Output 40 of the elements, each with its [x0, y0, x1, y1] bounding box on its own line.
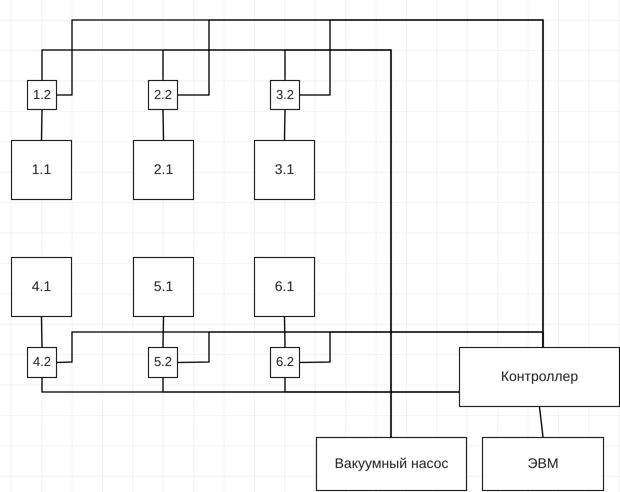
box-label: 1.2 [32, 86, 52, 104]
box-label: 5.2 [154, 354, 172, 371]
connector-line [162, 110, 164, 140]
box-label: 5.1 [154, 278, 174, 296]
connector-line [300, 331, 544, 364]
connector-line [40, 110, 43, 140]
box-label: 1.1 [32, 161, 52, 179]
device-box [133, 257, 194, 317]
box-label: 3.2 [276, 86, 294, 104]
device-box [482, 437, 604, 491]
device-box [254, 140, 315, 200]
box-label: 2.1 [154, 161, 174, 179]
connector-line [40, 316, 43, 348]
device-box [11, 140, 72, 200]
box-label: 4.2 [32, 354, 52, 371]
device-box [316, 437, 467, 491]
box-label: Вакуумный насос [334, 455, 448, 473]
box-label: 4.1 [32, 278, 52, 296]
connector-line [284, 110, 286, 140]
connector-line [284, 378, 459, 393]
device-box [254, 257, 315, 317]
connector-line [284, 49, 392, 437]
connector-block [148, 347, 178, 378]
box-label: Контроллер [500, 368, 578, 386]
connector-line [162, 316, 164, 348]
box-label: ЭВМ [527, 455, 559, 473]
connector-block [27, 347, 57, 378]
box-label: 2.2 [154, 86, 172, 104]
connector-block [148, 80, 178, 110]
connector-line [284, 316, 286, 348]
box-label: 6.1 [274, 278, 294, 296]
box-label: 6.2 [276, 354, 294, 371]
device-box [11, 257, 72, 317]
device-box [459, 347, 620, 407]
connector-block [270, 347, 300, 378]
connector-line [538, 406, 544, 438]
connector-block [27, 80, 57, 110]
device-box [133, 140, 194, 200]
connector-block [270, 80, 300, 110]
box-label: 3.1 [274, 161, 294, 179]
